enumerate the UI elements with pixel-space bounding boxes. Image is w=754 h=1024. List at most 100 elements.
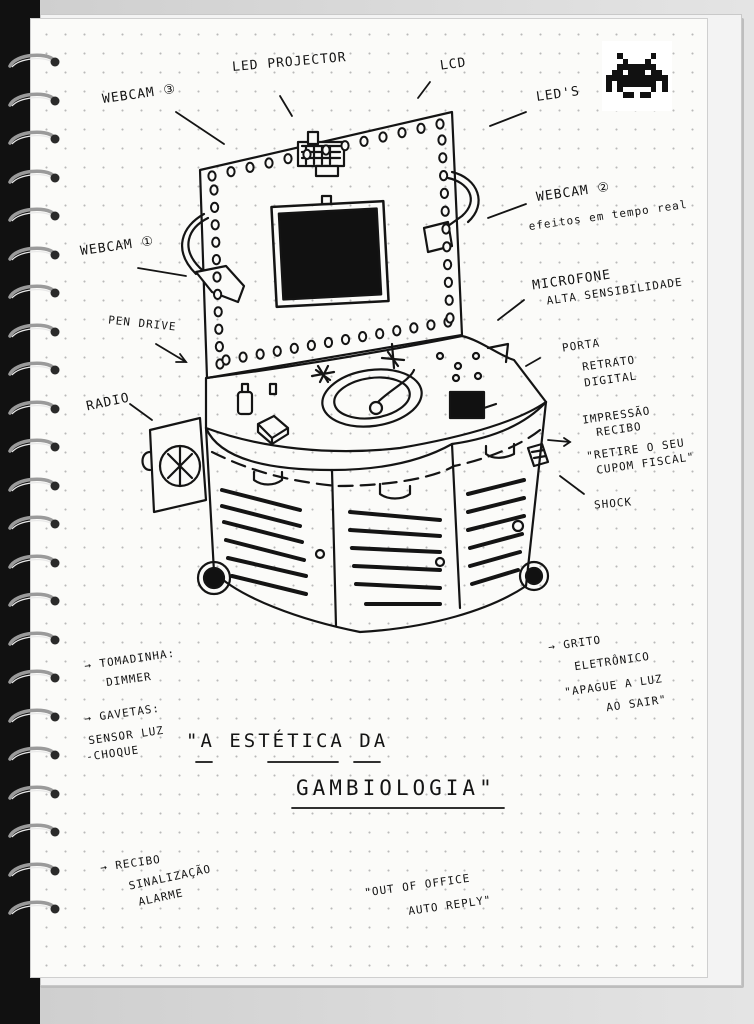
led-dot <box>435 118 445 130</box>
invader-pixel <box>628 92 634 98</box>
led-dot <box>221 354 231 366</box>
led-dot <box>207 170 217 182</box>
shock-device <box>526 442 550 468</box>
invader-pixel <box>617 86 623 93</box>
led-dot <box>409 322 419 334</box>
wheel-right <box>518 560 550 592</box>
invader-pixel <box>634 81 640 87</box>
invader-pixel <box>628 69 634 76</box>
invader-pixel <box>650 75 657 81</box>
invader-pixel <box>656 75 662 81</box>
bottle <box>236 390 254 416</box>
invader-pixel <box>650 86 657 93</box>
invader-pixel <box>650 81 657 87</box>
spiral-ring <box>8 515 60 530</box>
led-dot <box>306 339 316 351</box>
invader-pixel <box>650 53 657 59</box>
invader-pixel <box>622 75 629 81</box>
invader-pixel <box>628 81 634 87</box>
invader-pixel <box>611 75 618 81</box>
led-dot <box>211 254 221 266</box>
spiral-ring <box>8 900 60 915</box>
label-shock: SHOCK <box>593 495 633 512</box>
wheel-left <box>196 560 232 596</box>
led-dot <box>441 223 451 235</box>
led-dot <box>378 131 388 143</box>
invader-pixel <box>617 64 623 70</box>
led-dot <box>226 166 236 178</box>
invader-pixel <box>634 64 640 70</box>
spiral-ring <box>8 168 60 184</box>
led-dot <box>440 205 450 217</box>
sink <box>321 368 423 428</box>
led-dot <box>445 312 455 324</box>
led-dot <box>283 153 293 165</box>
spiral-ring <box>8 245 60 261</box>
led-dot <box>443 259 453 271</box>
invader-pixel <box>606 81 612 87</box>
invader-pixel <box>628 75 634 81</box>
led-dot <box>359 135 369 147</box>
invader-pixel <box>662 81 668 87</box>
spiral-ring <box>8 399 60 415</box>
invader-pixel <box>645 81 651 87</box>
led-dot <box>255 348 265 360</box>
space-invader-icon <box>602 41 672 111</box>
spiral-ring <box>8 130 60 145</box>
led-dot <box>238 351 248 363</box>
led-dot <box>443 276 453 288</box>
led-dot <box>213 288 223 300</box>
led-dot <box>245 161 255 173</box>
webcam-right-arm <box>446 170 480 228</box>
led-dot <box>264 157 274 169</box>
spiral-ring <box>8 784 60 800</box>
invader-pixel <box>645 92 651 98</box>
spiral-ring <box>8 707 60 723</box>
invader-pixel <box>606 75 612 81</box>
invader-pixel <box>639 92 646 98</box>
invader-pixel <box>662 86 668 93</box>
invader-pixel <box>650 69 657 76</box>
led-dot <box>442 241 452 253</box>
led-dot <box>214 323 224 335</box>
led-dot <box>213 306 223 318</box>
spiral-ring <box>8 476 60 492</box>
invader-pixel <box>622 92 629 98</box>
invader-pixel <box>622 58 629 65</box>
spiral-ring <box>8 438 60 453</box>
webcam-left-arm <box>181 212 216 282</box>
photo-frame <box>448 390 486 420</box>
led-dot <box>209 184 219 196</box>
invader-pixel <box>617 81 623 87</box>
led-dot <box>439 170 449 182</box>
led-dot <box>289 342 299 354</box>
led-dot <box>392 325 402 337</box>
spiral-ring <box>8 284 60 299</box>
led-dot <box>416 122 426 134</box>
spiral-ring <box>8 861 60 877</box>
notebook-page <box>30 18 708 978</box>
led-dot <box>437 134 447 146</box>
cabinet-body <box>204 400 548 634</box>
label-lcd: LCD <box>439 55 468 74</box>
led-dot <box>210 201 220 213</box>
led-dot <box>439 187 449 199</box>
spiral-ring <box>8 746 60 761</box>
invader-pixel <box>645 64 651 70</box>
invader-pixel <box>656 69 662 76</box>
invader-pixel <box>617 53 623 59</box>
led-dot <box>426 319 436 331</box>
spiral-ring <box>8 823 60 838</box>
spiral-ring <box>8 361 60 376</box>
invader-pixel <box>639 69 646 76</box>
led-dot <box>375 328 385 340</box>
spiral-ring <box>8 91 60 107</box>
invader-pixel <box>634 69 640 76</box>
led-dot <box>211 236 221 248</box>
invader-pixel <box>639 64 646 70</box>
invader-pixel <box>650 64 657 70</box>
spiral-ring <box>8 53 60 68</box>
led-dot <box>321 144 331 156</box>
spiral-ring <box>8 630 60 646</box>
